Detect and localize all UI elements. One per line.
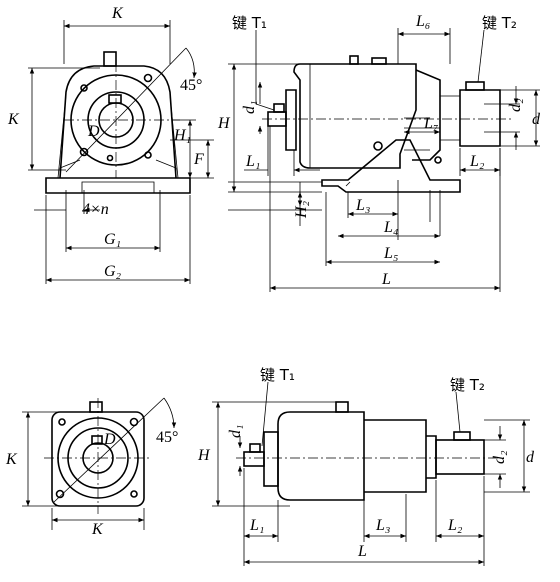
top-F-label: F [193,151,204,168]
bottom-d-label: d [526,449,535,466]
bottom-K-bottom-label: K [91,521,104,538]
bottom-keyT1-label: 键 T₁ [260,366,295,384]
bottom-K-left-label: K [5,451,18,468]
top-H2-label: H₂ [293,200,310,219]
bottom-L1-label: L₁ [249,517,264,534]
top-K-left-label: K [7,111,20,128]
bottom-side-housing [277,411,365,501]
top-H-label: H [217,115,231,132]
bottom-L3-label: L₃ [375,517,390,534]
top-end-view [28,20,214,284]
bottom-side-output-shaft [435,439,485,475]
top-d-label: d [532,111,541,128]
top-d1-label: d₁ [241,100,258,114]
top-L7-label: L₇ [423,115,439,132]
top-L6-label: L₆ [415,13,430,30]
top-d2-label: d₂ [507,98,524,112]
bottom-d2-label: d₂ [491,450,508,464]
bottom-side-input-shaft [243,451,265,467]
bottom-side-view [212,381,530,566]
bottom-end-view [22,397,177,530]
top-end-base [45,177,191,194]
top-G1-label: G₁ [104,231,121,248]
top-nholes-label: 4×n [82,201,109,218]
top-G2-label: G₂ [104,263,122,280]
top-angle-label: 45° [180,77,202,94]
top-keyT1-label: 键 T₁ [232,14,267,32]
bottom-keyT2-label: 键 T₂ [450,376,485,394]
top-H1-label: H₁ [173,127,191,144]
top-L1-label: L₁ [245,153,260,170]
top-side-view [228,28,540,292]
bottom-angle-label: 45° [156,429,178,446]
top-side-housing [293,63,417,169]
bottom-d1-label: d₁ [227,424,244,438]
top-side-output-housing [459,89,501,147]
top-L2-label: L₂ [469,153,485,170]
top-keyT2-label: 键 T₂ [482,14,517,32]
bottom-L2-label: L₂ [447,517,463,534]
bottom-H-label: H [197,447,211,464]
top-K-top-label: K [111,5,124,22]
top-end-housing [59,65,177,179]
top-end-vent-plug [103,51,117,67]
top-side-base [321,139,461,193]
top-L3-label: L₃ [355,197,370,214]
bottom-D-label: D [103,431,116,448]
top-L-label: L [381,271,391,288]
top-L5-label: L₅ [383,245,398,262]
top-L4-label: L₄ [383,219,398,236]
top-D-label: D [87,123,100,140]
bottom-L-label: L [357,543,367,560]
